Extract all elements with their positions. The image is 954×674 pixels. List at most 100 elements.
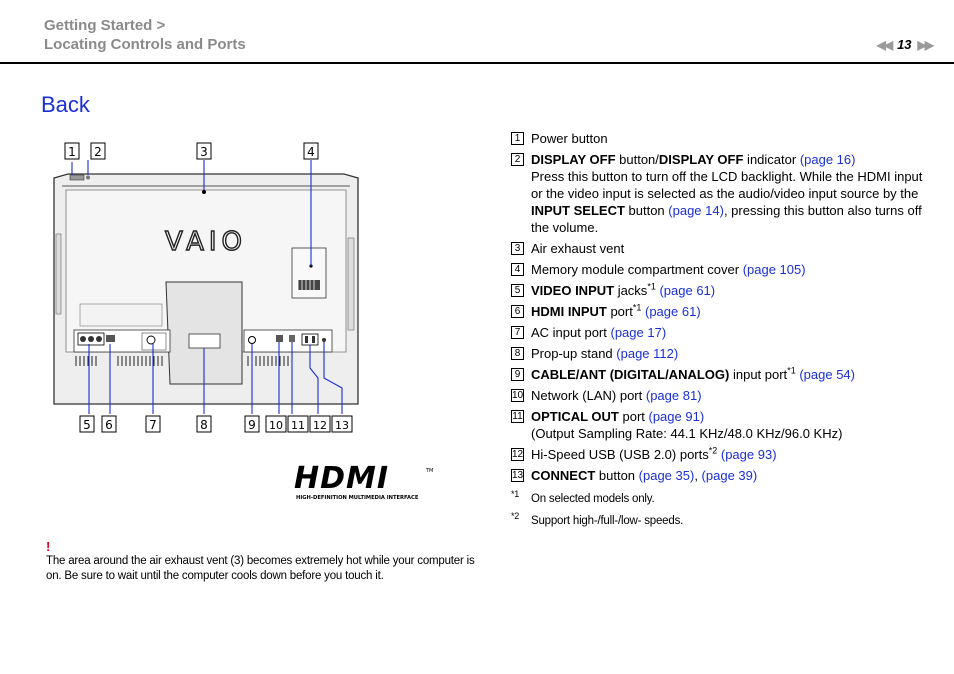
page-link[interactable]: (page 61) <box>645 304 701 319</box>
svg-text:13: 13 <box>335 419 349 432</box>
item-number-badge: 11 <box>511 410 524 423</box>
item-number-badge: 9 <box>511 368 524 381</box>
page-link[interactable]: (page 81) <box>645 388 702 403</box>
item-text: button/ <box>615 152 659 167</box>
vaio-logo: VAIO <box>165 227 247 257</box>
page-link[interactable]: (page 93) <box>720 447 777 462</box>
page-link[interactable]: (page 105) <box>742 262 806 277</box>
footnote-text: On selected models only. <box>531 493 655 505</box>
header-rule <box>0 62 954 64</box>
svg-text:6: 6 <box>105 418 113 432</box>
warning-icon: ! <box>46 539 51 554</box>
svg-text:2: 2 <box>94 145 102 159</box>
pager: ◀◀ 13 ▶▶ <box>876 37 935 52</box>
page-number: 13 <box>897 37 912 52</box>
footnote-mark: *2 <box>511 511 520 521</box>
breadcrumb-topic[interactable]: Locating Controls and Ports <box>44 36 246 53</box>
list-item: 9 CABLE/ANT (DIGITAL/ANALOG) input port*1… <box>511 366 931 383</box>
footnote: *2 Support high-/full-/low- speeds. <box>511 511 931 528</box>
item-text: AC input port <box>531 325 611 340</box>
item-detail: Press this button to turn off the LCD ba… <box>531 169 923 235</box>
callout-7: 7 <box>145 415 161 433</box>
callout-1: 1 <box>64 142 80 160</box>
item-number-badge: 7 <box>511 326 524 339</box>
item-name-bold: VIDEO INPUT <box>531 283 615 298</box>
item-description: AC input port (page 17) <box>531 324 931 341</box>
svg-text:TM: TM <box>425 468 433 474</box>
callout-6: 6 <box>101 415 117 433</box>
list-item: 4 Memory module compartment cover (page 1… <box>511 261 931 278</box>
svg-text:9: 9 <box>248 418 256 432</box>
svg-text:3: 3 <box>200 145 208 159</box>
page-link[interactable]: (page 54) <box>799 367 855 382</box>
hdmi-logo: HDMI TM HIGH-DEFINITION MULTIMEDIA INTER… <box>294 464 433 501</box>
item-detail: (Output Sampling Rate: 44.1 KHz/48.0 KHz… <box>531 426 843 441</box>
item-number-badge: 2 <box>511 153 524 166</box>
item-description: Memory module compartment cover (page 10… <box>531 261 931 278</box>
item-text: port <box>618 409 649 424</box>
page-link[interactable]: (page 17) <box>610 325 667 340</box>
item-number-badge: 5 <box>511 284 524 297</box>
item-description: Prop-up stand (page 112) <box>531 345 931 362</box>
list-item: 2 DISPLAY OFF button/DISPLAY OFF indicato… <box>511 151 931 236</box>
list-item: 11 OPTICAL OUT port (page 91) (Output Samp… <box>511 408 931 442</box>
next-page-icon[interactable]: ▶▶ <box>917 37 935 52</box>
svg-text:7: 7 <box>149 418 157 432</box>
item-text: jacks <box>614 283 648 298</box>
page-link[interactable]: (page 14) <box>668 203 724 218</box>
callout-2: 2 <box>90 142 106 160</box>
footnote-ref: *1 <box>787 365 796 376</box>
footnote: *1 On selected models only. <box>511 489 931 506</box>
item-text: Hi-Speed USB (USB 2.0) ports <box>531 447 709 462</box>
item-description: Hi-Speed USB (USB 2.0) ports*2 (page 93) <box>531 446 931 463</box>
item-text: Memory module compartment cover <box>531 262 743 277</box>
svg-text:HIGH-DEFINITION MULTIMEDIA INT: HIGH-DEFINITION MULTIMEDIA INTERFACE <box>296 495 419 501</box>
memory-cover <box>291 247 327 299</box>
item-number-badge: 13 <box>511 469 524 482</box>
footnote-ref: *1 <box>647 281 656 292</box>
item-text: button <box>595 468 639 483</box>
callout-13: 13 <box>331 415 353 433</box>
callout-4: 4 <box>303 142 319 160</box>
item-text: port <box>606 304 633 319</box>
footnote-ref: *1 <box>632 302 642 313</box>
item-number-badge: 10 <box>511 389 524 402</box>
svg-text:10: 10 <box>269 419 283 432</box>
page-link[interactable]: (page 112) <box>616 346 679 361</box>
item-number-badge: 4 <box>511 263 524 276</box>
page-link[interactable]: (page 35) <box>638 468 695 483</box>
item-text: input port <box>729 367 788 382</box>
callout-labels: 1 2 3 4 5 6 7 8 9 10 11 12 13 <box>64 142 353 433</box>
list-item: 12 Hi-Speed USB (USB 2.0) ports*2 (page 9… <box>511 446 931 463</box>
item-number-badge: 1 <box>511 132 524 145</box>
item-text: indicator <box>743 152 800 167</box>
page-link[interactable]: (page 61) <box>659 283 716 298</box>
footnote-mark: *1 <box>511 489 520 499</box>
page-link[interactable]: (page 16) <box>799 152 856 167</box>
list-item: 5 VIDEO INPUT jacks*1 (page 61) <box>511 282 931 299</box>
breadcrumb-section[interactable]: Getting Started > <box>44 17 166 34</box>
callout-12: 12 <box>309 415 331 433</box>
page-link[interactable]: (page 39) <box>701 468 758 483</box>
item-name-bold: OPTICAL OUT <box>531 409 619 424</box>
item-description: Network (LAN) port (page 81) <box>531 387 931 404</box>
previous-page-icon[interactable]: ◀◀ <box>876 37 894 52</box>
list-item: 7 AC input port (page 17) <box>511 324 931 341</box>
item-text: Network (LAN) port <box>531 388 646 403</box>
item-description: HDMI INPUT port*1 (page 61) <box>531 303 931 320</box>
item-description: Air exhaust vent <box>531 240 931 257</box>
svg-text:12: 12 <box>313 419 327 432</box>
item-name-bold: CABLE/ANT (DIGITAL/ANALOG) <box>531 367 730 382</box>
page-link[interactable]: (page 91) <box>648 409 705 424</box>
callout-9: 9 <box>244 415 260 433</box>
svg-text:4: 4 <box>307 145 315 159</box>
item-text: Air exhaust vent <box>531 241 625 256</box>
breadcrumb[interactable]: Getting Started > Locating Controls and … <box>44 16 246 54</box>
footnote-text: Support high-/full-/low- speeds. <box>531 515 684 527</box>
item-description: DISPLAY OFF button/DISPLAY OFF indicator… <box>531 151 931 236</box>
item-number-badge: 12 <box>511 448 524 461</box>
list-item: 10 Network (LAN) port (page 81) <box>511 387 931 404</box>
